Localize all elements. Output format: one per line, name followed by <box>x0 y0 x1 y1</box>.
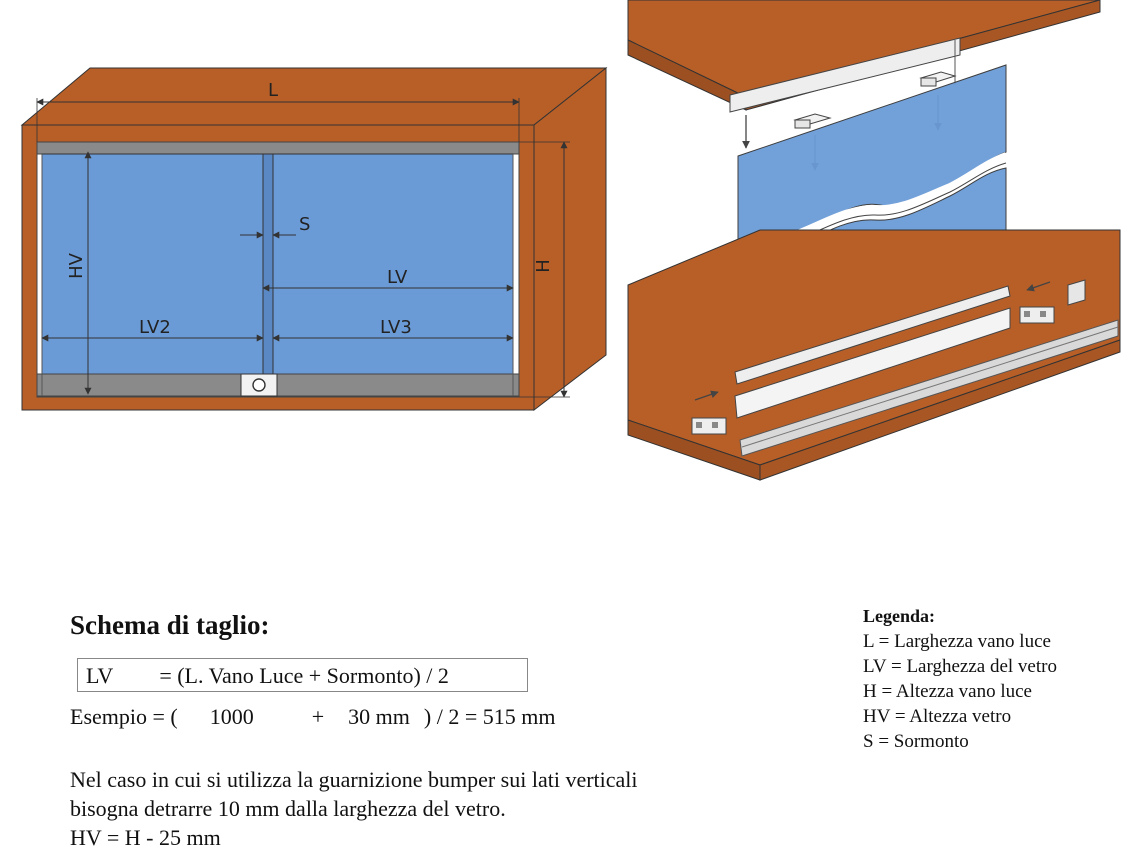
legend-item: LV = Larghezza del vetro <box>863 656 1057 677</box>
exploded-view <box>627 0 1121 481</box>
label-S: S <box>299 214 310 235</box>
lower-track-thin <box>734 285 1011 385</box>
overlap-strip <box>262 153 274 375</box>
legend: Legenda: L = Larghezza vano luce LV = La… <box>863 604 1057 754</box>
label-HV: HV <box>66 252 87 279</box>
example-prefix: Esempio = ( <box>70 704 178 729</box>
formula-name: LV <box>86 663 114 688</box>
bottom-guide-left <box>691 417 727 435</box>
top-rail <box>36 141 520 155</box>
note-line-2: bisogna detrarre 10 mm dalla larghezza d… <box>70 796 506 821</box>
cabinet-top <box>20 67 608 126</box>
legend-item: L = Larghezza vano luce <box>863 631 1051 652</box>
legend-item: S = Sormonto <box>863 731 969 752</box>
floor-profile <box>739 319 1119 457</box>
example-overlap: 30 mm <box>348 704 410 729</box>
label-H: H <box>533 259 554 273</box>
bottom-guide-right <box>1019 279 1086 324</box>
legend-item: H = Altezza vano luce <box>863 681 1032 702</box>
upper-clip <box>793 71 957 129</box>
cutting-scheme-title: Schema di taglio: <box>70 610 270 640</box>
example-result: ) / 2 = 515 mm <box>423 704 556 729</box>
legend-item: HV = Altezza vetro <box>863 706 1012 727</box>
example-width: 1000 <box>209 704 254 729</box>
note-line-3: HV = H - 25 mm <box>70 825 221 850</box>
formula-box: LV = (L. Vano Luce + Sormonto) / 2 <box>77 658 528 692</box>
lower-track-wide <box>734 307 1011 419</box>
glass-panel-right <box>262 153 514 375</box>
upper-track <box>729 37 961 113</box>
note-line-1: Nel caso in cui si utilizza la guarnizio… <box>70 767 638 792</box>
example-line: Esempio = ( 1000 +30 mm ) / 2 = 515 mm <box>70 704 555 730</box>
front-view-cabinet: L H HV S LV LV2 LV3 <box>20 66 608 412</box>
formula-expression: = (L. Vano Luce + Sormonto) / 2 <box>159 663 449 688</box>
bumper-note: Nel caso in cui si utilizza la guarnizio… <box>70 765 638 852</box>
label-L: L <box>268 80 278 101</box>
label-LV2: LV2 <box>139 317 171 338</box>
label-LV: LV <box>387 267 408 288</box>
label-LV3: LV3 <box>380 317 412 338</box>
example-plus: + <box>311 704 325 729</box>
cabinet-diagrams: L H HV S LV LV2 LV3 <box>20 0 1121 481</box>
legend-title: Legenda: <box>863 606 935 626</box>
bottom-rail <box>36 373 520 397</box>
cabinet-side <box>533 66 607 412</box>
